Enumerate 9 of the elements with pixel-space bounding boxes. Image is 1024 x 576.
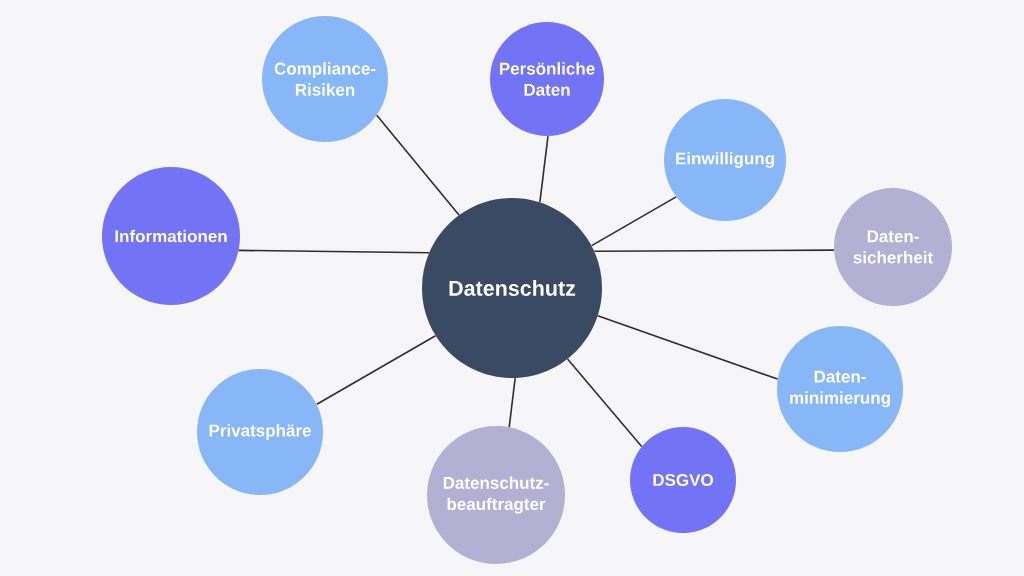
- connector-line: [539, 135, 549, 203]
- connector-line: [593, 249, 835, 253]
- connector-line: [316, 335, 437, 406]
- connector-line: [508, 377, 516, 428]
- connector-line: [590, 196, 677, 247]
- connector-line: [375, 114, 460, 216]
- connector-line: [566, 358, 643, 448]
- connector-line: [597, 315, 779, 380]
- connector-line: [237, 249, 430, 254]
